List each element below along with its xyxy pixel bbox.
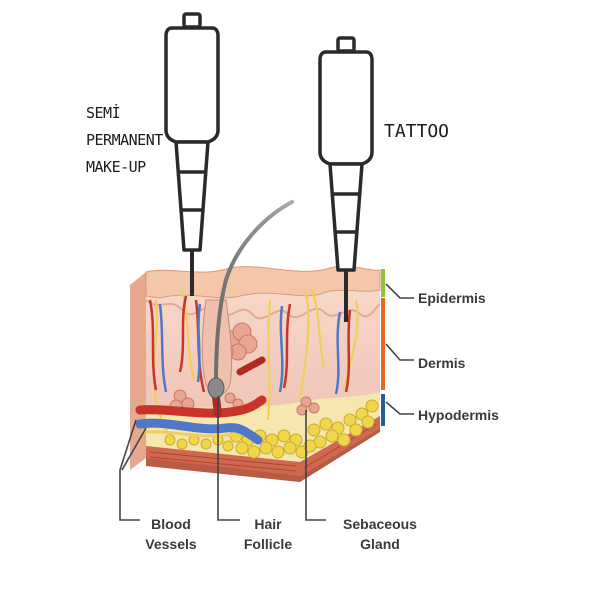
skin-block — [130, 265, 381, 482]
dermis-label: Dermis — [418, 355, 466, 371]
blood-vessels-label: Blood Vessels — [133, 514, 209, 554]
blood-vessels-line-1: Blood — [151, 516, 191, 532]
tattoo-needle — [318, 36, 374, 322]
tattoo-label: TATTOO — [384, 121, 450, 142]
epidermis-label: Epidermis — [418, 290, 486, 306]
semi-permanent-line-2: PERMANENT — [86, 131, 163, 149]
main-artery — [135, 395, 267, 418]
hair-shaft — [214, 200, 294, 386]
skin-front-face — [146, 428, 380, 482]
blood-vessels-line-2: Vessels — [145, 536, 197, 552]
muscle-layer — [146, 416, 380, 476]
sebaceous-gland-label: Sebaceous Gland — [330, 514, 430, 554]
semi-permanent-needle — [164, 12, 220, 296]
muscle-lines — [149, 423, 377, 472]
hair-bulb — [207, 377, 225, 399]
artery-segment-2 — [236, 356, 266, 376]
hair-follicle — [201, 200, 294, 399]
semi-permanent-line-3: MAKE-UP — [86, 158, 146, 176]
leader-lines — [119, 283, 414, 521]
hair-follicle-line-2: Follicle — [243, 536, 293, 552]
sebaceous-glands — [169, 322, 320, 416]
skin-block-side — [130, 272, 146, 470]
hypodermis-bar — [381, 394, 385, 426]
hair-follicle-line-1: Hair — [254, 516, 282, 532]
dermis-layer — [146, 266, 380, 420]
sebaceous-gland-line-2: Gland — [360, 536, 400, 552]
epidermis-bar — [381, 269, 385, 297]
semi-permanent-line-1: SEMİ — [86, 104, 121, 122]
hair-follicle-label: Hair Follicle — [232, 514, 304, 554]
main-vein — [135, 418, 263, 445]
veins — [158, 303, 342, 395]
hypodermis-label: Hypodermis — [418, 407, 499, 423]
dermis-bar — [381, 298, 385, 390]
semi-permanent-makeup-label: SEMİ PERMANENT MAKE-UP — [86, 100, 163, 181]
sebaceous-gland-line-1: Sebaceous — [343, 516, 417, 532]
main-nerve — [141, 430, 235, 438]
